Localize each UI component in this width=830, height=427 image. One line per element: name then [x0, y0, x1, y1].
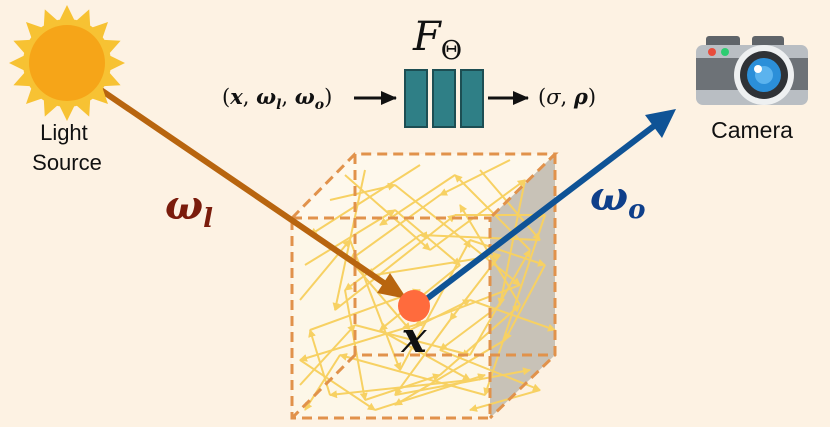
sun-icon — [9, 5, 125, 121]
point-label: x — [400, 313, 427, 362]
scatter-segment — [497, 179, 526, 306]
scatter-segment — [479, 169, 541, 241]
scatter-segment — [329, 182, 396, 201]
light-arrow — [95, 85, 407, 299]
scatter-segment — [344, 289, 368, 401]
network-label: FΘ — [412, 14, 462, 66]
scatter-segment — [344, 234, 421, 291]
scatter-segment — [439, 349, 541, 392]
scatter-segment — [454, 174, 531, 251]
scatter-segment — [349, 239, 402, 371]
scatter-segment — [469, 249, 531, 356]
network-block-2 — [432, 69, 456, 128]
network-block-3 — [460, 69, 484, 128]
scatter-paths — [299, 159, 556, 412]
network: FΘ — [404, 14, 484, 128]
scatter-segment — [409, 299, 471, 331]
scatter-segment — [439, 159, 511, 196]
scatter-segment — [439, 304, 521, 376]
scatter-segment — [299, 324, 416, 362]
scatter-segment — [334, 214, 456, 311]
omega-o-label: ωo — [590, 173, 645, 225]
scatter-segment — [394, 319, 451, 396]
scatter-segment — [469, 299, 556, 332]
scatter-segment — [349, 194, 441, 261]
sample-point — [398, 290, 430, 322]
omega-l-label: ωl — [165, 182, 213, 234]
scattering-volume — [290, 152, 559, 420]
camera-arrow — [413, 109, 676, 310]
scatter-segment — [304, 354, 341, 411]
scatter-segment — [394, 339, 506, 406]
camera-label: Camera — [711, 117, 793, 143]
volume-outline-edges — [290, 152, 559, 420]
input-tuple: (x, ωl, ωo) — [222, 84, 332, 113]
scatter-segment — [374, 373, 486, 411]
scatter-segment — [309, 164, 421, 236]
scatter-segment — [364, 373, 441, 401]
camera-icon — [696, 36, 808, 105]
volume-edges — [290, 152, 559, 420]
scatter-segment — [354, 324, 471, 358]
network-block-1 — [404, 69, 428, 128]
light-source-label: Light Source — [32, 120, 102, 175]
scatter-segment — [299, 359, 376, 411]
scatter-segment — [299, 324, 356, 386]
scatter-segment — [504, 264, 546, 341]
scatter-segment — [469, 389, 541, 412]
scatter-segment — [299, 239, 351, 301]
volume-side-face — [490, 154, 555, 418]
scatter-segment — [339, 353, 486, 396]
output-tuple: (σ, ρ) — [538, 84, 596, 109]
scatter-segment — [349, 259, 411, 331]
